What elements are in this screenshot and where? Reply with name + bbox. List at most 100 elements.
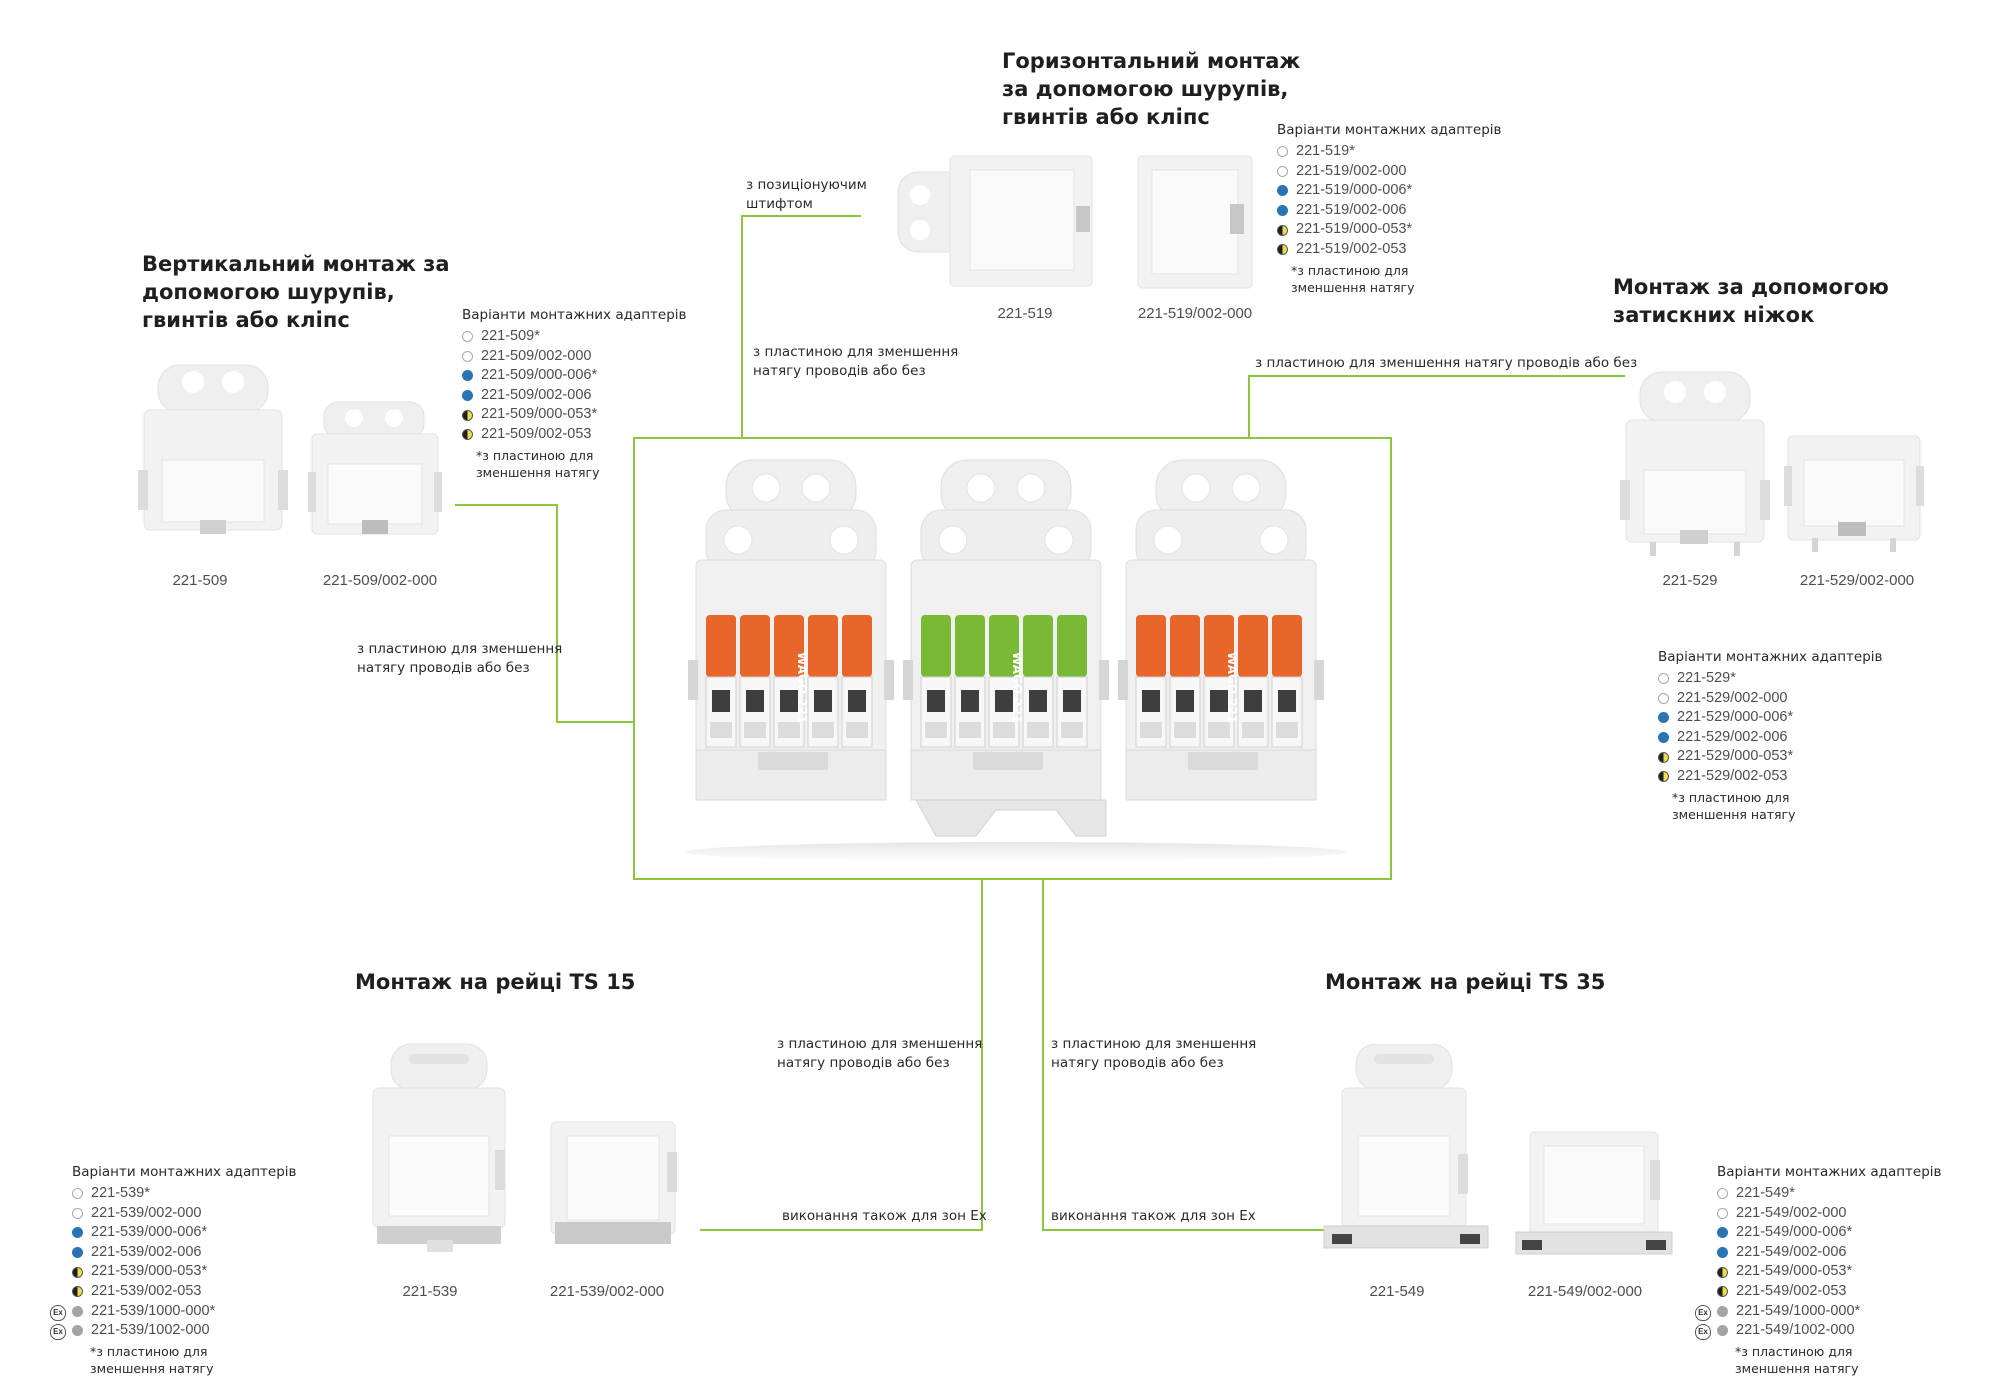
variant-item: 221-539/000-053* bbox=[72, 1262, 296, 1282]
variant-item: 221-519/000-006* bbox=[1277, 181, 1501, 201]
caption-221-549-002-000: 221-549/002-000 bbox=[1527, 1283, 1643, 1300]
lever bbox=[808, 615, 838, 677]
adapter-221-509-002-000 bbox=[308, 401, 442, 535]
title-vertical-mount: Вертикальний монтаж за допомогою шурупів… bbox=[142, 252, 450, 332]
title-horizontal-mount: Горизонтальний монтаж за допомогою шуруп… bbox=[1002, 49, 1301, 129]
lever bbox=[1023, 615, 1053, 677]
white-dot-icon bbox=[72, 1188, 83, 1200]
white-dot-icon bbox=[1658, 673, 1669, 685]
blue-dot-icon bbox=[1658, 732, 1669, 744]
caption-221-539-002-000: 221-539/002-000 bbox=[549, 1283, 665, 1300]
variant-code: 221-539/002-053 bbox=[91, 1282, 202, 1299]
variant-item: 221-529/002-000 bbox=[1658, 689, 1882, 709]
variant-item: Ex 221-539/1000-000* bbox=[50, 1302, 296, 1322]
adapter-images-ts35 bbox=[1323, 1044, 1673, 1255]
variant-code: 221-539/002-006 bbox=[91, 1243, 202, 1260]
variant-item: 221-519* bbox=[1277, 142, 1501, 162]
adapter-221-519 bbox=[897, 155, 1093, 287]
blue-dot-icon bbox=[462, 370, 473, 382]
variant-item: 221-509/000-006* bbox=[462, 366, 686, 386]
variant-item: 221-529/000-006* bbox=[1658, 708, 1882, 728]
lever bbox=[921, 615, 951, 677]
lever bbox=[1136, 615, 1166, 677]
variant-item: 221-519/002-000 bbox=[1277, 162, 1501, 182]
variant-code: 221-539/1000-000* bbox=[91, 1302, 216, 1319]
variants-header: Варіанти монтажних адаптерів bbox=[1658, 649, 1883, 665]
variant-item: 221-529/002-053 bbox=[1658, 767, 1882, 787]
yellow-half-dot-icon bbox=[1658, 751, 1669, 763]
title-ts35: Монтаж на рейці TS 35 bbox=[1325, 970, 1606, 994]
white-dot-icon bbox=[1658, 692, 1669, 704]
variant-code: 221-549/000-053* bbox=[1736, 1263, 1853, 1280]
brand-label: WAGO 221 bbox=[795, 652, 809, 723]
adapter-221-529-002-000 bbox=[1784, 435, 1924, 552]
variant-item: 221-519/000-053* bbox=[1277, 220, 1501, 240]
variant-code: 221-519/002-053 bbox=[1296, 240, 1407, 257]
ex-zone-icon: Ex bbox=[50, 1324, 66, 1341]
white-dot-icon bbox=[462, 331, 473, 343]
caption-221-509-002-000: 221-509/002-000 bbox=[322, 572, 438, 589]
white-dot-icon bbox=[72, 1207, 83, 1219]
adapter-221-539 bbox=[372, 1043, 506, 1252]
variant-code: 221-529/002-006 bbox=[1677, 728, 1788, 745]
footnote: *з пластиною для зменшення натягу bbox=[1672, 789, 1796, 822]
footnote: *з пластиною для зменшення натягу bbox=[1291, 262, 1415, 295]
white-dot-icon bbox=[1717, 1207, 1728, 1219]
yellow-half-dot-icon bbox=[1658, 771, 1669, 783]
lever bbox=[989, 615, 1019, 677]
variant-code: 221-549/002-006 bbox=[1736, 1243, 1847, 1260]
ex-zone-icon: Ex bbox=[50, 1304, 66, 1321]
lever bbox=[774, 615, 804, 677]
variant-item: 221-539/002-006 bbox=[72, 1243, 296, 1263]
variant-code: 221-519/000-053* bbox=[1296, 221, 1413, 238]
adapter-221-539-002-000 bbox=[550, 1121, 677, 1244]
white-dot-icon bbox=[1717, 1188, 1728, 1200]
caption-221-539: 221-539 bbox=[402, 1283, 458, 1300]
variant-item: 221-529/002-006 bbox=[1658, 728, 1882, 748]
adapter-221-529 bbox=[1620, 371, 1770, 556]
variant-item: 221-509/002-053 bbox=[462, 425, 686, 445]
variant-item: 221-509/002-000 bbox=[462, 347, 686, 367]
variant-code: 221-529/000-053* bbox=[1677, 748, 1794, 765]
variant-item: 221-539* bbox=[72, 1184, 296, 1204]
lever bbox=[1204, 615, 1234, 677]
connector-module-3: WAGO 221 bbox=[1118, 459, 1324, 801]
variant-item: 221-539/000-006* bbox=[72, 1223, 296, 1243]
caption-221-549: 221-549 bbox=[1369, 1283, 1425, 1300]
adapter-images-vertical bbox=[138, 364, 442, 535]
variant-code: 221-509/002-000 bbox=[481, 347, 592, 364]
yellow-half-dot-icon bbox=[1277, 224, 1288, 236]
caption-221-509: 221-509 bbox=[172, 572, 228, 589]
lever bbox=[1170, 615, 1200, 677]
blue-dot-icon bbox=[1717, 1247, 1728, 1259]
adapter-images-ts15 bbox=[372, 1043, 677, 1252]
variant-item: 221-529* bbox=[1658, 669, 1882, 689]
variant-code: 221-549/002-000 bbox=[1736, 1204, 1847, 1221]
variant-code: 221-519/002-000 bbox=[1296, 162, 1407, 179]
center-frame bbox=[633, 437, 1392, 880]
white-dot-icon bbox=[1277, 146, 1288, 158]
note-clamp-connector: з пластиною для зменшення натягу проводі… bbox=[1255, 355, 1638, 371]
grey-dot-icon bbox=[72, 1325, 83, 1337]
variant-item: 221-509/000-053* bbox=[462, 405, 686, 425]
variants-ts35: Варіанти монтажних адаптерів 221-549*221… bbox=[1695, 1164, 1941, 1377]
yellow-half-dot-icon bbox=[462, 409, 473, 421]
variant-item: 221-519/002-053 bbox=[1277, 240, 1501, 260]
lever bbox=[842, 615, 872, 677]
variant-code: 221-509/002-006 bbox=[481, 386, 592, 403]
variant-item: 221-549/000-053* bbox=[1717, 1262, 1941, 1282]
ex-zone-icon: Ex bbox=[1695, 1324, 1711, 1341]
ex-zone-icon: Ex bbox=[1695, 1304, 1711, 1321]
line-vertical-mount bbox=[455, 504, 634, 723]
variant-code: 221-519/002-006 bbox=[1296, 201, 1407, 218]
adapter-images-clamp bbox=[1620, 371, 1924, 556]
yellow-half-dot-icon bbox=[72, 1286, 83, 1298]
note-ts35-connector: з пластиною для зменшення натягу проводі… bbox=[1051, 1036, 1257, 1071]
variants-header: Варіанти монтажних адаптерів bbox=[462, 307, 687, 323]
variant-code: 221-509* bbox=[481, 328, 540, 344]
caption-221-529: 221-529 bbox=[1662, 572, 1718, 589]
title-clamp-mount: Монтаж за допомогою затискних ніжок bbox=[1613, 275, 1889, 327]
lever bbox=[1057, 615, 1087, 677]
